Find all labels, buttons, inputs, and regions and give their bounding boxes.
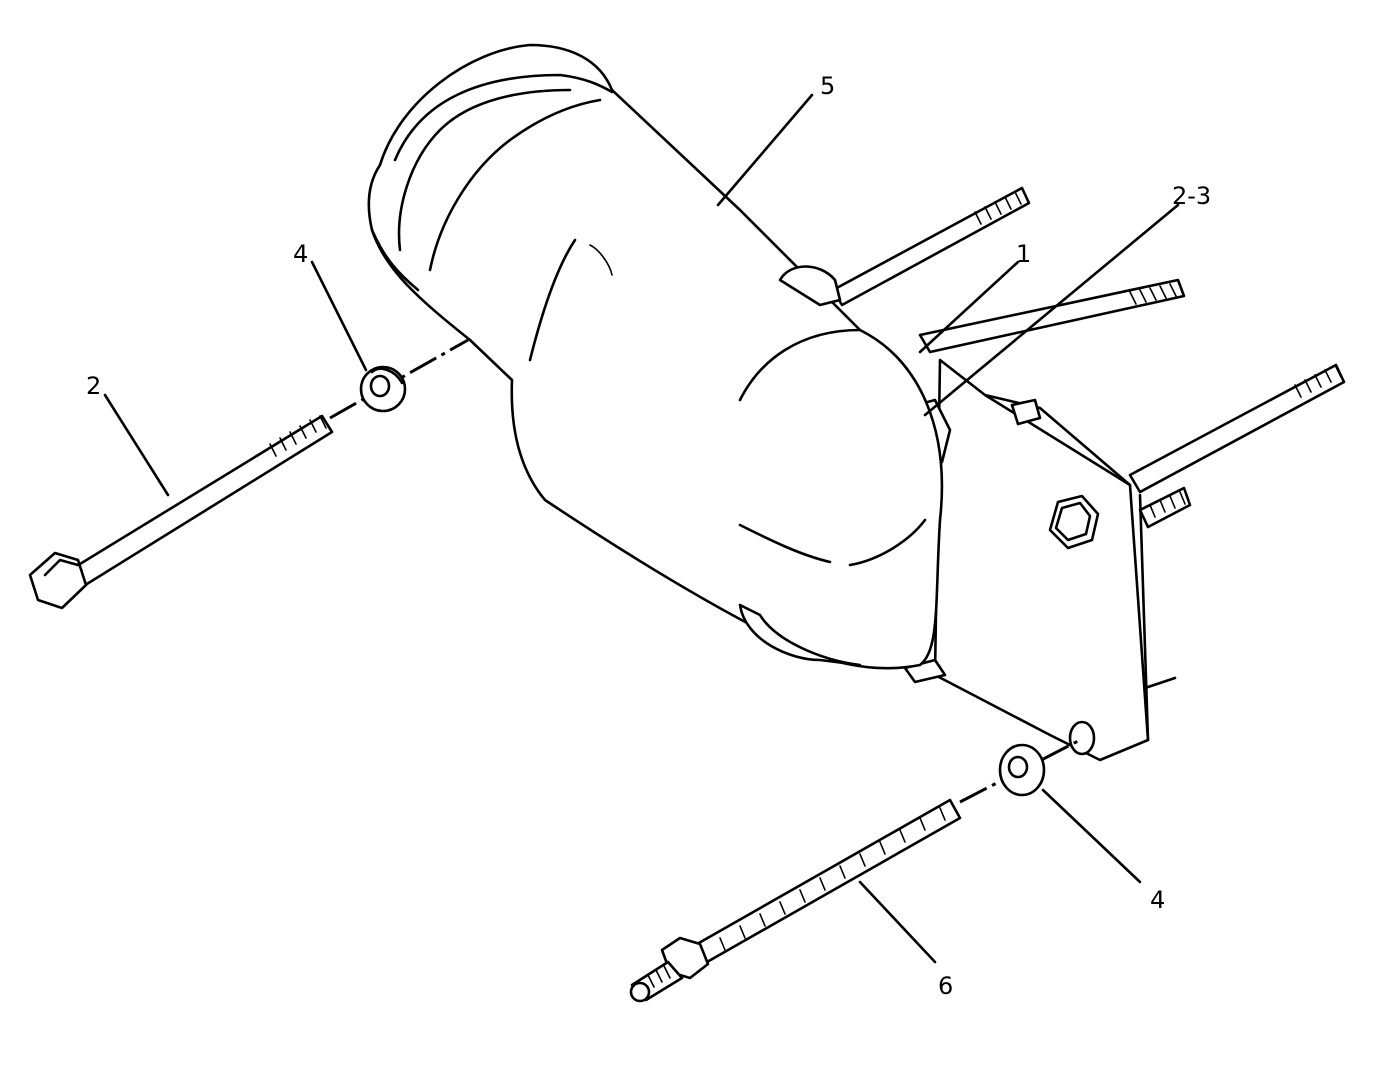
callout-5: 5 xyxy=(820,72,835,100)
washer-4-left xyxy=(359,365,407,413)
washer-4-right xyxy=(998,743,1046,797)
gasket-part-1 xyxy=(933,358,1177,762)
background-studs xyxy=(831,186,1346,529)
stud-part-6 xyxy=(629,798,962,1003)
callout-4-left: 4 xyxy=(293,240,308,268)
callout-labels: 5 2-3 1 4 2 4 6 xyxy=(86,72,1211,1000)
elbow-part-5 xyxy=(367,43,944,670)
callout-1: 1 xyxy=(1016,240,1031,268)
callout-2-3: 2-3 xyxy=(1172,182,1211,210)
callout-6: 6 xyxy=(938,972,953,1000)
leader-lines xyxy=(103,93,1180,964)
callout-4-right: 4 xyxy=(1150,886,1165,914)
bolt-part-2 xyxy=(28,414,334,610)
callout-2: 2 xyxy=(86,372,101,400)
